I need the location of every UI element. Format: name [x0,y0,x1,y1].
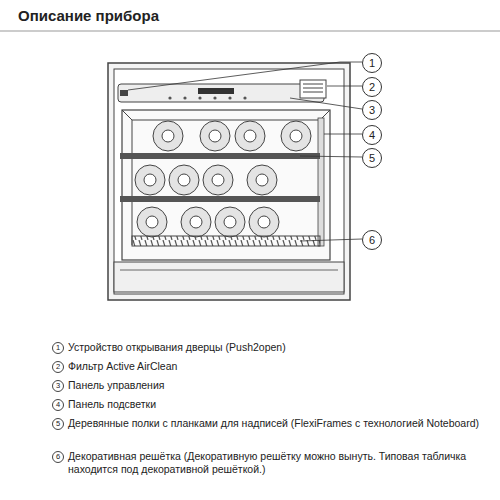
callout-number: 5 [362,148,382,168]
part-description: Панель подсветки [68,398,488,411]
list-number: 3 [52,380,64,392]
callout-number: 1 [362,53,382,73]
list-number: 2 [52,361,64,373]
callout-number: 3 [362,100,382,120]
decorative-grille [132,236,320,246]
part-description: Устройство открывания дверцы (Push2open) [68,341,488,354]
cabinet [108,63,350,300]
callout-number: 6 [362,230,382,250]
list-number: 1 [52,342,64,354]
list-number: 4 [52,399,64,411]
bottles [135,121,311,237]
part-description: Деревянные полки с планками для надписей… [68,417,488,430]
callout-number: 2 [362,77,382,97]
part-description: Фильтр Active AirClean [68,360,488,373]
diagram-title: Описание прибора [18,7,159,24]
part-description: Панель управления [68,379,488,392]
shelves [120,153,320,202]
control-panel [120,80,326,100]
list-number: 6 [52,451,64,463]
callout-number: 4 [362,125,382,145]
part-description: Декоративная решётка (Декоративную решёт… [68,450,488,476]
list-number: 5 [52,418,64,430]
leader-lines [128,62,362,241]
header-rule [0,31,500,32]
